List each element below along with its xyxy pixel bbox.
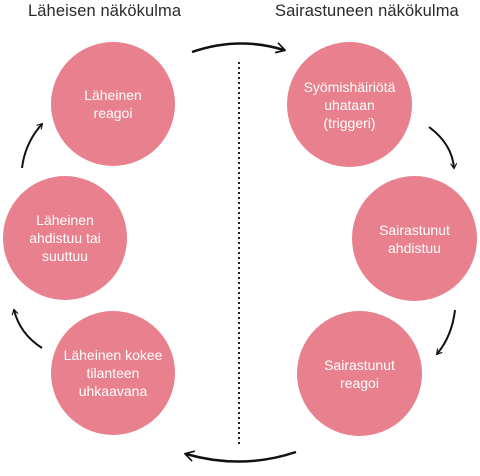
node-laheinen-ahdistuu-tai-suuttuu: Läheinen ahdistuu tai suuttuu <box>3 176 127 300</box>
arrow-top <box>191 42 286 54</box>
arrow-bottom <box>184 450 297 463</box>
heading-laheisen-nakokulma: Läheisen näkökulma <box>28 2 182 20</box>
arrow-left-upper <box>21 122 44 169</box>
node-label: Läheinen reagoi <box>84 87 142 121</box>
node-laheinen-kokee-uhkaavana: Läheinen kokee tilanteen uhkaavana <box>51 311 175 435</box>
node-label: Syömishäiriötä uhataan (triggeri) <box>303 78 396 131</box>
node-label: Läheinen kokee tilanteen uhkaavana <box>63 347 163 399</box>
node-label: Sairastunut reagoi <box>324 356 395 391</box>
node-laheinen-reagoi: Läheinen reagoi <box>51 42 175 166</box>
node-syomishairiota-uhataan: Syömishäiriötä uhataan (triggeri) <box>287 42 412 167</box>
arrow-right-upper <box>428 126 457 170</box>
node-sairastunut-ahdistuu: Sairastunut ahdistuu <box>352 176 477 301</box>
arrow-left-lower <box>11 308 43 349</box>
node-sairastunut-reagoi: Sairastunut reagoi <box>297 311 422 436</box>
node-label: Sairastunut ahdistuu <box>379 221 450 256</box>
node-label: Läheinen ahdistuu tai suuttuu <box>29 212 101 264</box>
arrow-right-lower <box>435 309 456 356</box>
heading-sairastuneen-nakokulma: Sairastuneen näkökulma <box>275 2 459 20</box>
